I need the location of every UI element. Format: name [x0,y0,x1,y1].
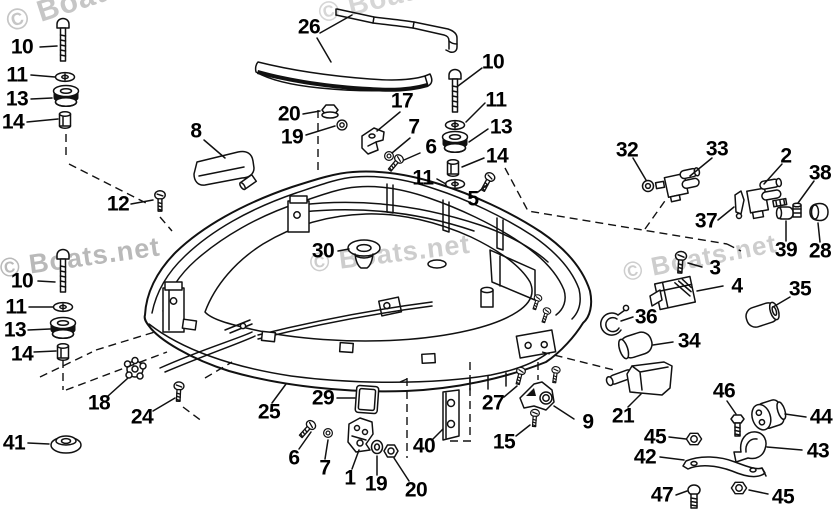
callout-label-19: 19 [280,125,304,149]
callout-label-42: 42 [633,445,657,469]
callout-label-29: 29 [311,386,335,410]
part-46-bolt [730,414,745,437]
part-36-clamp-ring [600,304,630,336]
part-38-bushing [792,202,802,218]
part-19-washer-lower [370,439,384,455]
callout-label-6: 6 [288,446,300,470]
callout-label-35: 35 [788,277,812,301]
callout-label-30: 30 [311,239,335,263]
callout-label-32: 32 [615,138,639,162]
callout-label-10: 10 [481,50,505,74]
callout-label-13: 13 [489,115,513,139]
part-8-handle [193,150,258,191]
callout-label-38: 38 [808,161,832,185]
callout-label-39: 39 [774,238,798,262]
callout-label-20: 20 [277,102,301,126]
part-29-pad [354,384,380,415]
part-32-washer-pin [641,179,666,193]
pan-stub [480,286,494,308]
part-44-latch-body [751,399,787,431]
part-40-plate [442,389,460,441]
part-4-bracket [649,275,697,311]
callout-label-14: 14 [1,110,25,134]
callout-label-45: 45 [643,425,667,449]
part-20-nut-lower [383,444,399,458]
callout-label-14: 14 [10,342,34,366]
callout-label-47: 47 [650,483,674,507]
callout-label-44: 44 [809,405,833,429]
callout-label-18: 18 [87,391,111,415]
part-41-grommet [50,435,82,454]
part-28-cap [809,202,829,222]
callout-label-33: 33 [705,137,729,161]
callout-label-1: 1 [344,466,356,490]
callout-label-12: 12 [106,192,130,216]
callout-label-10: 10 [10,269,34,293]
part-17-clamp [361,127,385,155]
callout-label-8: 8 [190,119,202,143]
part-42-strap [682,456,767,478]
part-37-lever [734,190,745,220]
callout-label-19: 19 [364,472,388,496]
callout-label-25: 25 [257,400,281,424]
part-21-handle [605,361,673,396]
callout-label-4: 4 [731,274,743,298]
callout-label-10: 10 [10,35,34,59]
callout-label-11: 11 [485,88,507,112]
part-18-clip [123,356,147,380]
callout-label-24: 24 [130,405,154,429]
part-20-nut-upper [321,104,339,119]
assembly-dashed-lines [39,110,742,458]
part-26-trim-strips [254,8,458,92]
callout-label-7: 7 [408,115,420,139]
part-35-roller [745,301,780,328]
part-33-latch [663,167,701,203]
callout-label-11: 11 [412,166,434,190]
callout-label-13: 13 [3,318,27,342]
callout-label-7: 7 [319,456,331,480]
lower-cover-pan [143,170,593,393]
part-30-grommet [347,239,381,269]
part-2-latch [746,177,788,220]
callout-label-41: 41 [2,431,26,455]
callout-label-21: 21 [611,404,635,428]
callout-label-40: 40 [412,434,436,458]
callout-label-11: 11 [6,63,28,87]
callout-label-13: 13 [5,87,29,111]
callout-label-2: 2 [780,144,792,168]
part-39-roller [775,206,794,220]
callout-label-11: 11 [5,295,27,319]
callout-label-5: 5 [467,187,479,211]
callout-label-37: 37 [694,209,718,233]
part-34-roller [617,331,653,360]
callout-label-28: 28 [808,239,832,263]
callout-label-46: 46 [712,379,736,403]
part-1-bracket [347,417,374,453]
callout-label-14: 14 [485,144,509,168]
callout-label-45: 45 [771,485,795,509]
callout-label-26: 26 [297,15,321,39]
callout-label-20: 20 [404,478,428,502]
callout-label-36: 36 [634,305,658,329]
callout-label-17: 17 [390,89,414,113]
part-43-clamp [733,431,767,463]
callout-label-43: 43 [806,439,830,463]
part-47-bolt [687,484,701,509]
part-9-bracket [519,381,555,411]
callout-label-34: 34 [677,329,701,353]
callout-label-9: 9 [582,410,594,434]
callout-label-27: 27 [481,391,505,415]
callout-label-15: 15 [492,430,516,454]
callout-label-6: 6 [425,135,437,159]
callout-label-3: 3 [709,256,721,280]
leader-lines [26,14,821,496]
